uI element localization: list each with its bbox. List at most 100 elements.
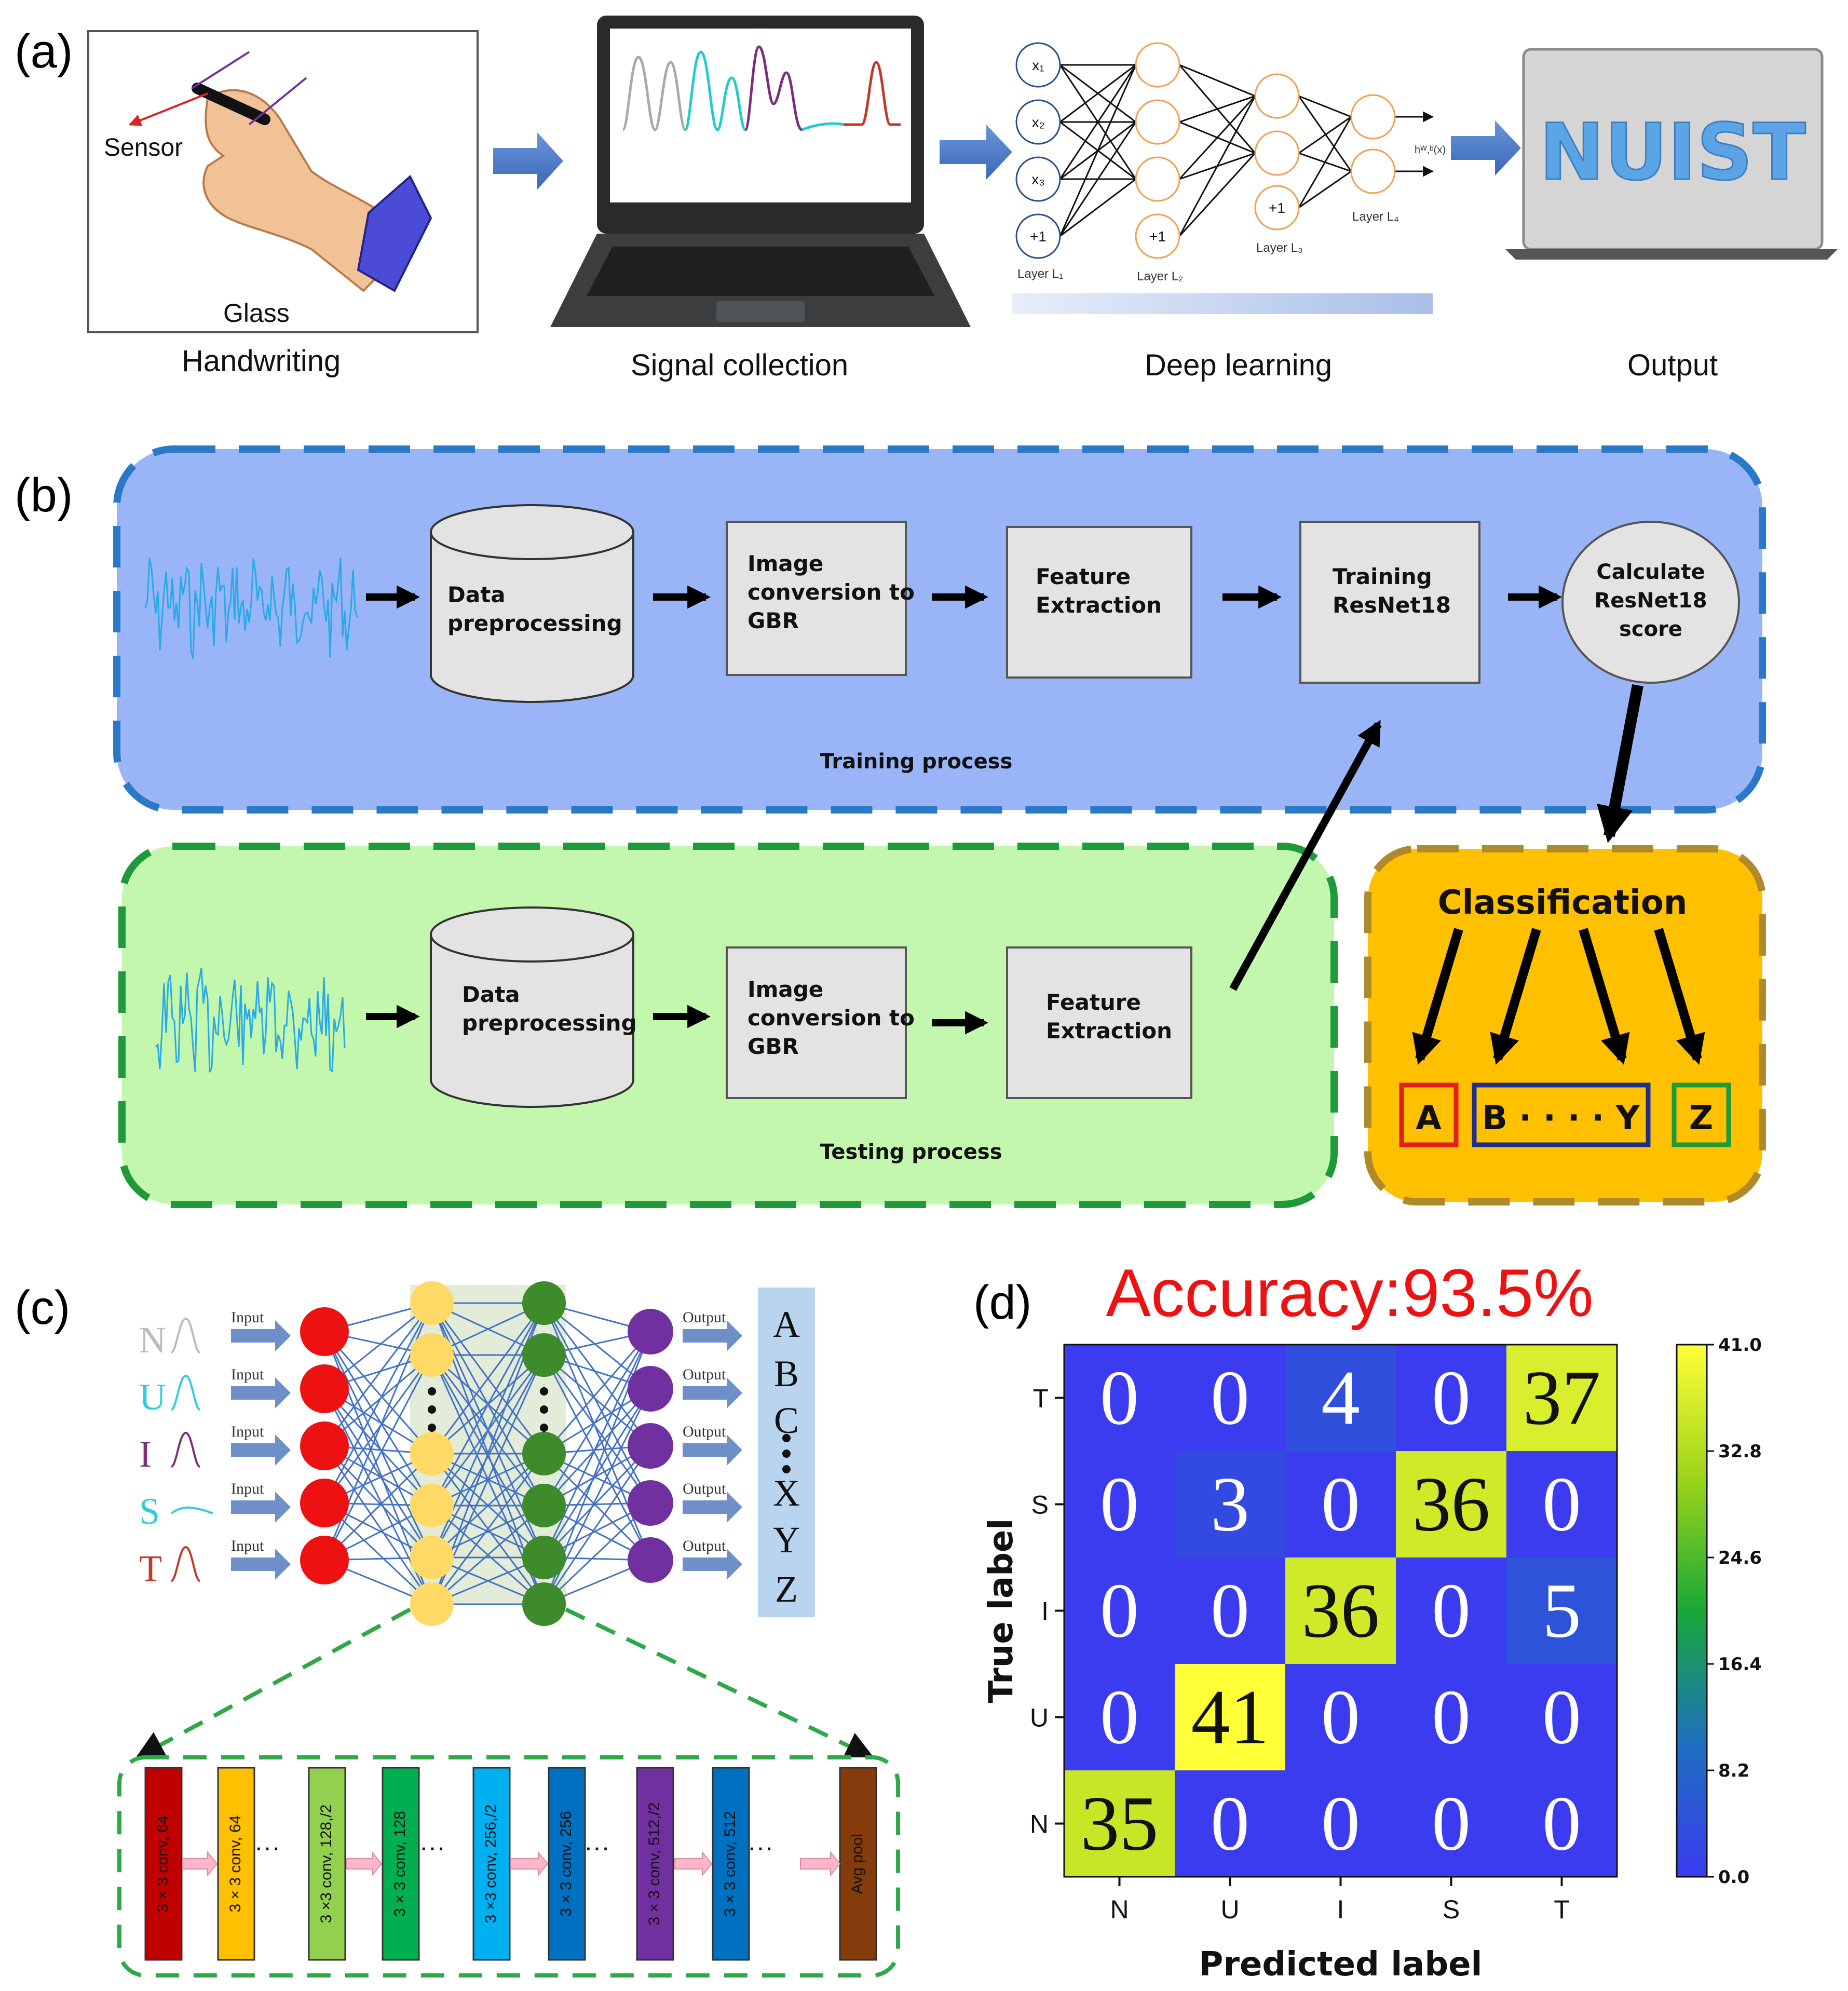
hidden-layer-2-node (522, 1281, 566, 1325)
panel-a-label: (a) (15, 25, 73, 78)
flow-arrow-3 (1451, 120, 1521, 175)
ellipsis-dot (540, 1405, 548, 1414)
resnet-block-label: Avg pool (849, 1834, 866, 1894)
heatmap-value: 0 (1100, 1355, 1139, 1441)
panel-c-label: (c) (15, 1281, 70, 1334)
heatmap-cell (1506, 1664, 1618, 1771)
training-circle-score (1561, 521, 1740, 684)
hidden-layer-1-node (410, 1432, 454, 1475)
heatmap-value: 35 (1081, 1781, 1159, 1867)
nn-hidden-node (1135, 156, 1180, 202)
heatmap-cell (1175, 1557, 1286, 1664)
output-label: Output (683, 1366, 726, 1383)
nn-layer-label: Layer L₄ (1352, 210, 1399, 224)
resnet-block-label: 3 × 3 conv, 256 (558, 1811, 575, 1917)
colorbar (1676, 1344, 1708, 1878)
testing-waveform (155, 968, 346, 1073)
y-tick-label: N (1030, 1810, 1049, 1839)
testing-title: Testing process (820, 1140, 1002, 1164)
heatmap-cell (1506, 1557, 1618, 1664)
nn-layer-label: Layer L₃ (1256, 241, 1303, 255)
output-letter: B (774, 1353, 799, 1394)
x-axis-label: Predicted label (1199, 1945, 1483, 1984)
heatmap-value: 0 (1432, 1674, 1471, 1760)
input-arrow (231, 1549, 291, 1580)
resnet-arrow (510, 1851, 549, 1877)
training-box-feature-extraction (1006, 526, 1192, 679)
output-layer-node (628, 1366, 673, 1412)
handwriting-caption: Handwriting (182, 344, 341, 378)
y-tick-label: T (1032, 1384, 1049, 1413)
resnet-ellipsis: ··· (419, 1833, 445, 1862)
training-box-resnet18 (1299, 521, 1480, 684)
output-arrow (683, 1377, 742, 1408)
output-arrow (683, 1492, 742, 1523)
nn-output-hint: hᵂ,ᵇ(x) (1415, 144, 1446, 156)
heatmap-value: 41 (1191, 1674, 1269, 1760)
nn-hidden-node (1135, 213, 1180, 259)
nn-hidden-node (1254, 130, 1300, 176)
class-box-a (1399, 1082, 1459, 1147)
resnet-arrow (182, 1851, 218, 1877)
heatmap-cell (1175, 1345, 1286, 1452)
class-label-a: A (1416, 1099, 1442, 1137)
heatmap-cell (1175, 1770, 1286, 1877)
sleeve-icon (357, 174, 432, 292)
heatmap-value: 0 (1211, 1568, 1249, 1654)
hidden-layer-1-node (410, 1281, 454, 1325)
heatmap-value: 0 (1100, 1568, 1139, 1654)
output-laptop: NUIST (1505, 48, 1838, 260)
resnet-arrow (346, 1851, 383, 1877)
resnet-block (382, 1767, 420, 1961)
testing-box-feature-extraction (1006, 946, 1192, 1099)
ellipsis-dot (428, 1387, 436, 1396)
heatmap-cell (1064, 1451, 1175, 1558)
testing-data-cylinder (430, 906, 634, 1108)
nn-layer-label: Layer L₂ (1137, 269, 1183, 283)
input-layer-node (300, 1479, 349, 1527)
heatmap-value: 3 (1211, 1461, 1249, 1548)
heatmap-value: 0 (1542, 1674, 1581, 1760)
heatmap-value: 36 (1412, 1461, 1490, 1548)
heatmap-cell (1506, 1451, 1618, 1558)
heatmap-cell (1506, 1345, 1618, 1452)
input-label: Input (231, 1309, 264, 1326)
heatmap-cell (1285, 1345, 1396, 1452)
x-tick-label: I (1337, 1895, 1344, 1924)
resnet-arrow (674, 1851, 713, 1877)
heatmap-value: 36 (1302, 1568, 1380, 1654)
nn-input-label: x₃ (1031, 171, 1044, 187)
heatmap-cell (1285, 1557, 1396, 1664)
input-layer-node (300, 1421, 349, 1470)
input-letter: I (139, 1433, 152, 1475)
heatmap-cell (1064, 1345, 1175, 1452)
resnet-block-label: 3 × 3 conv, 512,/2 (646, 1802, 663, 1925)
ellipsis-dot (540, 1424, 548, 1432)
hand-icon (202, 89, 417, 292)
nn-input-node (1015, 42, 1061, 88)
hidden-layer-1-node (410, 1333, 454, 1377)
input-label: Input (231, 1366, 264, 1383)
input-layer-node (300, 1307, 349, 1356)
hidden-layer-1-node (410, 1536, 454, 1579)
classification-arrows (1412, 928, 1705, 1065)
panel-b-label: (b) (15, 469, 73, 522)
heatmap-value: 0 (1542, 1781, 1581, 1867)
sensor-label: Sensor (104, 134, 183, 161)
input-arrow (231, 1320, 291, 1351)
heatmap-cell (1175, 1664, 1286, 1771)
input-signal-icon (170, 1546, 201, 1582)
zoom-line-left (135, 1607, 411, 1759)
input-arrow (231, 1492, 291, 1523)
training-data-cylinder (430, 504, 634, 703)
input-signal-icon (170, 1374, 201, 1411)
test-to-train-arrow (1229, 720, 1382, 991)
colorbar-tick-label: 24.6 (1718, 1548, 1762, 1568)
output-label: Output (683, 1423, 726, 1440)
heatmap-value: 0 (1432, 1781, 1471, 1867)
